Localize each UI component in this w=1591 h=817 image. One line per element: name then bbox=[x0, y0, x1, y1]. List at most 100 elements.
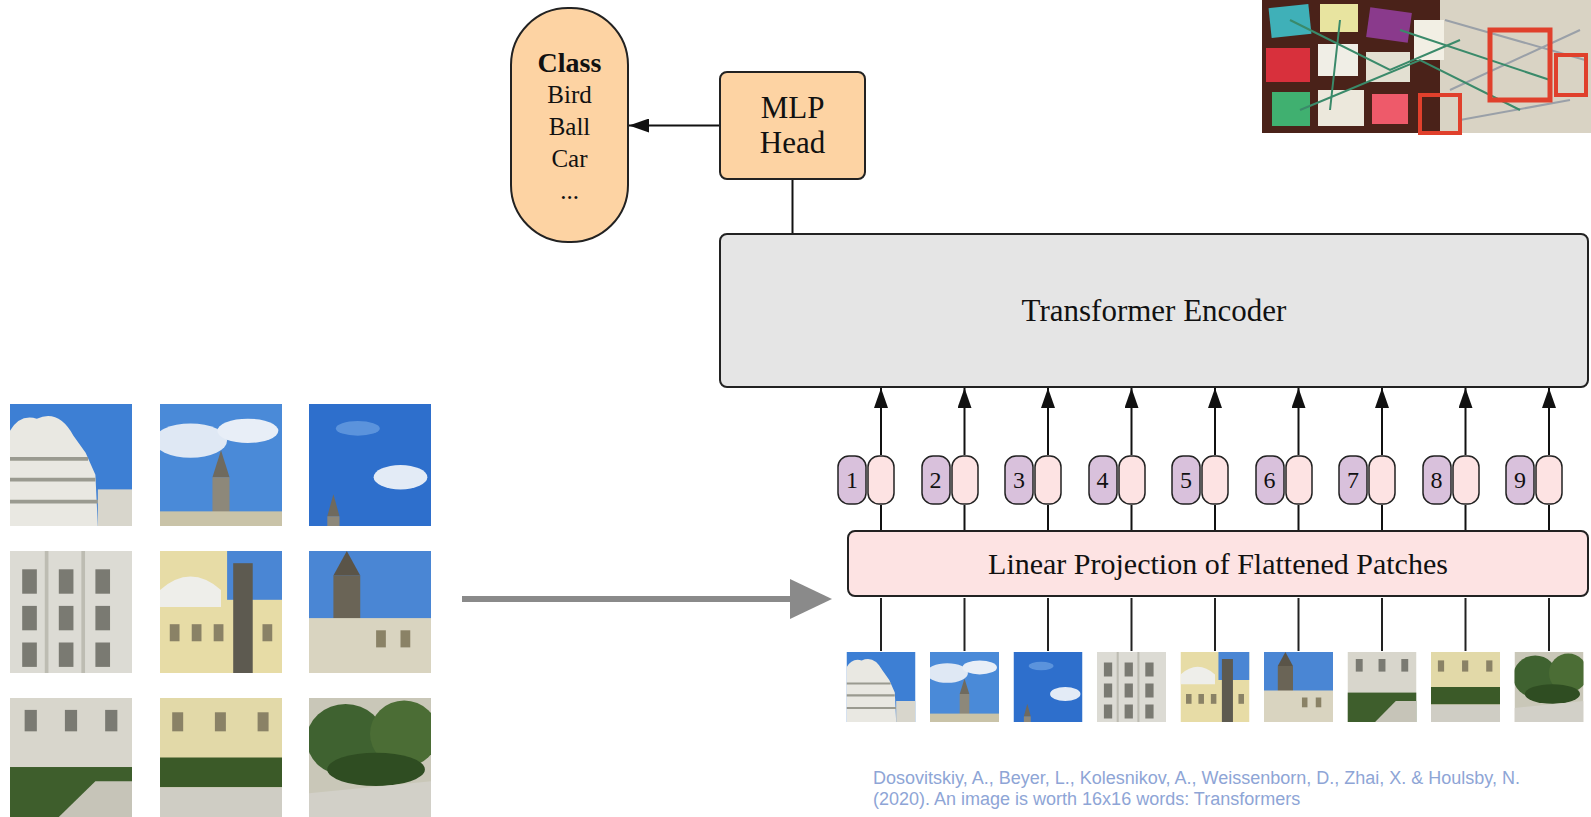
connector-line bbox=[792, 180, 794, 233]
connector-arrow bbox=[880, 388, 882, 455]
illustration-part bbox=[1318, 44, 1358, 76]
illustration-part bbox=[1440, 0, 1591, 133]
token-pills bbox=[1505, 455, 1563, 505]
patch-grid bbox=[10, 404, 438, 817]
connector-line bbox=[1298, 505, 1300, 530]
image-patch bbox=[1097, 652, 1166, 722]
position-embedding-token: 4 bbox=[1088, 455, 1146, 505]
image-patch bbox=[160, 698, 282, 817]
position-number: 5 bbox=[1171, 468, 1201, 492]
image-patch bbox=[10, 698, 132, 817]
position-number: 3 bbox=[1004, 468, 1034, 492]
position-embedding-token: 6 bbox=[1255, 455, 1313, 505]
position-pill bbox=[1339, 456, 1367, 504]
flow-arrow bbox=[462, 579, 832, 619]
position-pill bbox=[1005, 456, 1033, 504]
image-patch bbox=[1348, 652, 1417, 722]
image-patch bbox=[309, 404, 431, 526]
connector-line bbox=[1131, 505, 1133, 530]
position-number: 6 bbox=[1255, 468, 1285, 492]
connector-line bbox=[1548, 505, 1550, 530]
position-pill bbox=[922, 456, 950, 504]
node-label: Transformer Encoder bbox=[1022, 292, 1287, 329]
illustration-part bbox=[1548, 598, 1550, 651]
position-pill bbox=[1423, 456, 1451, 504]
illustration-part bbox=[1366, 7, 1412, 43]
position-embedding-token: 3 bbox=[1004, 455, 1062, 505]
node-label: Bird bbox=[547, 79, 591, 111]
image-patch bbox=[309, 551, 431, 673]
illustration-part bbox=[1214, 598, 1216, 651]
illustration-part bbox=[1372, 94, 1408, 124]
position-pill bbox=[1256, 456, 1284, 504]
illustration-part bbox=[964, 598, 966, 651]
mlp-head-box: MLP Head bbox=[719, 71, 866, 180]
position-embedding-token: 1 bbox=[837, 455, 895, 505]
node-label: Linear Projection of Flattened Patches bbox=[988, 546, 1448, 582]
corkboard-photo bbox=[1262, 0, 1591, 133]
connector-arrow bbox=[1047, 388, 1049, 455]
position-number: 2 bbox=[921, 468, 951, 492]
connector-line bbox=[1047, 505, 1049, 530]
connector-arrow bbox=[1131, 388, 1133, 455]
patch-embedding-pill bbox=[868, 456, 894, 504]
node-label: MLP Head bbox=[760, 91, 825, 159]
token-pills bbox=[1255, 455, 1313, 505]
illustration-part bbox=[1381, 598, 1383, 651]
position-embedding-token: 2 bbox=[921, 455, 979, 505]
position-number: 9 bbox=[1505, 468, 1535, 492]
token-pills bbox=[1338, 455, 1396, 505]
image-patch bbox=[1513, 652, 1588, 722]
token-pills bbox=[1088, 455, 1146, 505]
illustration-part bbox=[1047, 598, 1049, 651]
connector-arrow bbox=[1214, 388, 1216, 455]
connector-line bbox=[964, 505, 966, 530]
token-pills bbox=[1422, 455, 1480, 505]
image-patch bbox=[847, 652, 916, 722]
position-number: 4 bbox=[1088, 468, 1118, 492]
illustration-part bbox=[1465, 598, 1467, 651]
arrow-shaft bbox=[462, 596, 792, 602]
image-patch bbox=[10, 404, 132, 526]
image-patch bbox=[927, 652, 999, 722]
position-embedding-token: 7 bbox=[1338, 455, 1396, 505]
position-pill bbox=[1172, 456, 1200, 504]
image-patch bbox=[10, 551, 132, 673]
connector-arrow bbox=[1465, 388, 1467, 455]
image-patch bbox=[1181, 652, 1250, 722]
image-patch bbox=[1264, 652, 1333, 722]
connector-line bbox=[1465, 505, 1467, 530]
connector-line bbox=[1381, 505, 1383, 530]
connector-arrow bbox=[1298, 388, 1300, 455]
illustration-part bbox=[1318, 90, 1364, 126]
arrow-head bbox=[790, 579, 832, 619]
position-number: 7 bbox=[1338, 468, 1368, 492]
token-pills bbox=[1171, 455, 1229, 505]
citation: Dosovitskiy, A., Beyer, L., Kolesnikov, … bbox=[873, 768, 1578, 811]
illustration-part bbox=[1131, 598, 1133, 651]
position-number: 1 bbox=[837, 468, 867, 492]
illustration-part bbox=[1556, 55, 1586, 95]
illustration-part bbox=[1262, 0, 1591, 133]
position-pill bbox=[1089, 456, 1117, 504]
patch-embedding-pill bbox=[1119, 456, 1145, 504]
image-patch bbox=[1014, 652, 1083, 722]
position-embedding-token: 9 bbox=[1505, 455, 1563, 505]
connector-line bbox=[880, 505, 882, 530]
token-pills bbox=[837, 455, 895, 505]
image-patch bbox=[154, 404, 282, 526]
connector-arrow bbox=[1548, 388, 1550, 455]
node-label: Class bbox=[538, 47, 602, 79]
patch-embedding-pill bbox=[1035, 456, 1061, 504]
image-patch bbox=[307, 698, 439, 817]
node-label: Ball bbox=[549, 111, 591, 143]
connector-line bbox=[1214, 505, 1216, 530]
class-output-pill: ClassBirdBallCar... bbox=[510, 7, 629, 243]
token-pills bbox=[1004, 455, 1062, 505]
patch-embedding-pill bbox=[1286, 456, 1312, 504]
illustration-part bbox=[1266, 48, 1310, 82]
connector-arrow bbox=[964, 388, 966, 455]
patch-embedding-pill bbox=[1202, 456, 1228, 504]
linear-projection-box: Linear Projection of Flattened Patches bbox=[847, 530, 1589, 597]
illustration-part bbox=[880, 598, 882, 651]
